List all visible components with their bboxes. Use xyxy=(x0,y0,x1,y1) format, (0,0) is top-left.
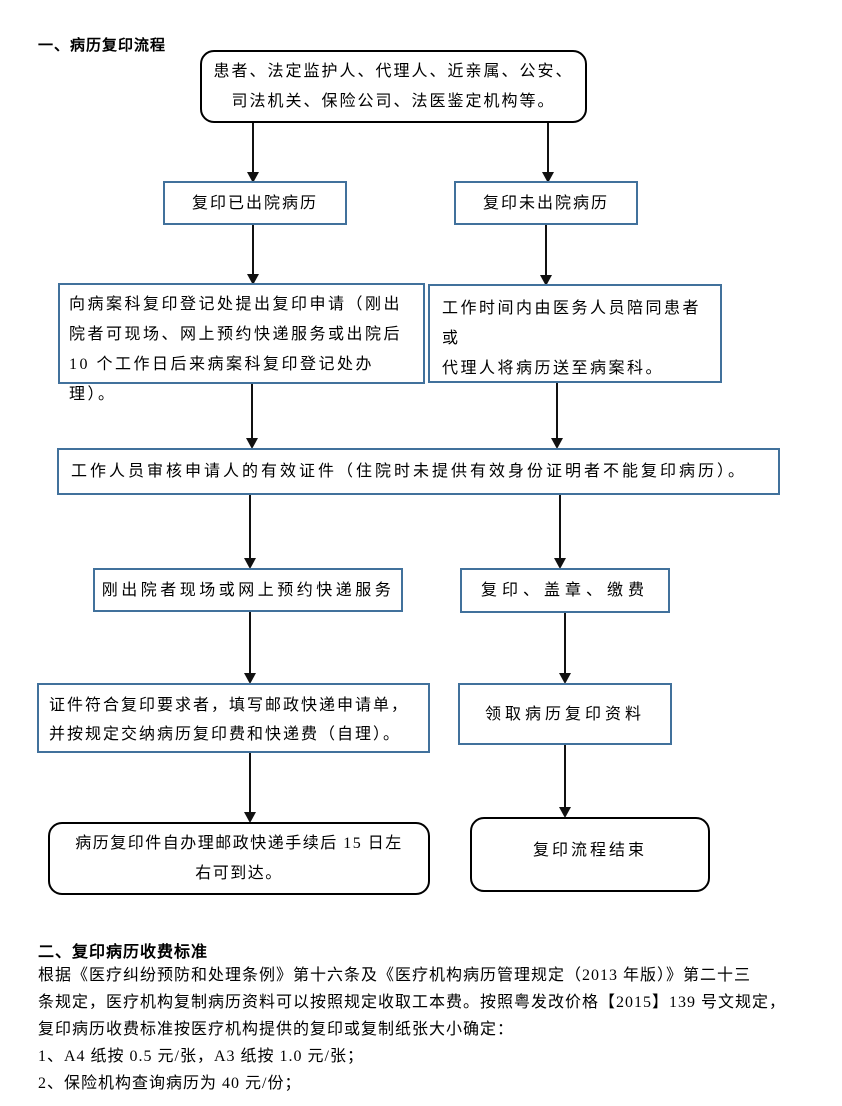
flow-arrow xyxy=(554,495,566,569)
flow-arrow xyxy=(551,383,563,449)
flow-arrow xyxy=(244,495,256,569)
flow-arrow xyxy=(542,123,554,183)
flow-node-apply-registration: 向病案科复印登记处提出复印申请（刚出 院者可现场、网上预约快递服务或出院后 10… xyxy=(58,283,425,403)
flow-arrow xyxy=(244,753,256,823)
fee-standard-text: 根据《医疗纠纷预防和处理条例》第十六条及《医疗机构病历管理规定（2013 年版）… xyxy=(38,967,787,1092)
flow-node-collect-copies: 领取病历复印资料 xyxy=(458,683,672,745)
flow-arrow xyxy=(247,123,259,183)
flow-node-copy-not-discharged: 复印未出院病历 xyxy=(454,181,638,225)
flow-node-start: 患者、法定监护人、代理人、近亲属、公安、 司法机关、保险公司、法医鉴定机构等。 xyxy=(200,50,587,123)
flow-node-delivery-time: 病历复印件自办理邮政快递手续后 15 日左 右可到达。 xyxy=(48,822,430,895)
flow-node-express-service: 刚出院者现场或网上预约快递服务 xyxy=(93,568,403,612)
flow-arrow xyxy=(559,613,571,684)
flow-arrow xyxy=(247,225,259,285)
section2-title: 二、复印病历收费标准 xyxy=(38,944,209,961)
flow-node-end: 复印流程结束 xyxy=(470,817,710,892)
section1-title: 一、病历复印流程 xyxy=(38,38,167,54)
flow-arrow xyxy=(246,384,258,449)
flow-arrow xyxy=(559,745,571,818)
flow-arrow xyxy=(244,612,256,684)
flow-node-copy-stamp-pay: 复印、盖章、缴费 xyxy=(460,568,670,613)
flow-node-copy-discharged: 复印已出院病历 xyxy=(163,181,347,225)
flow-node-verify-id: 工作人员审核申请人的有效证件（住院时未提供有效身份证明者不能复印病历）。 xyxy=(57,448,780,495)
flow-node-postal-form: 证件符合复印要求者，填写邮政快递申请单， 并按规定交纳病历复印费和快递费（自理）… xyxy=(37,683,430,753)
flow-node-escort: 工作时间内由医务人员陪同患者或 代理人将病历送至病案科。 xyxy=(428,284,722,383)
flow-arrow xyxy=(540,225,552,286)
